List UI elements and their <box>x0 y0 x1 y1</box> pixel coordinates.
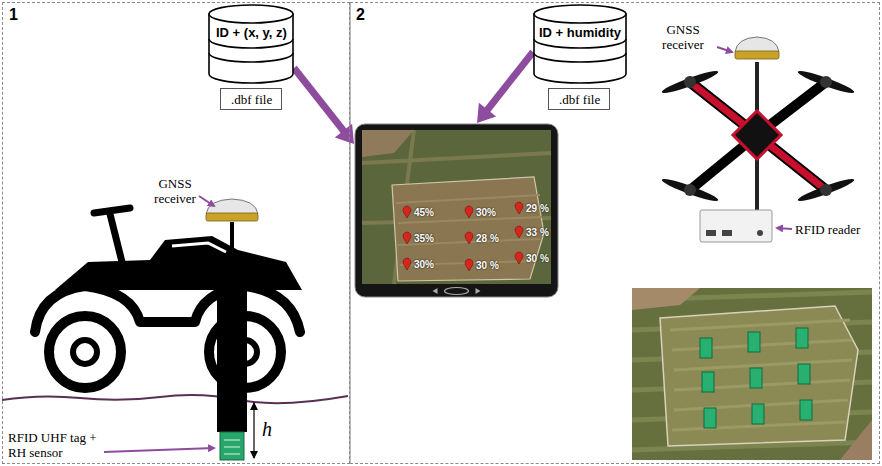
dimension-arrow <box>253 403 254 458</box>
dimension-label: h <box>262 418 282 440</box>
map-marker <box>515 252 523 264</box>
humidity-value: 45% <box>414 207 434 219</box>
map-marker <box>403 258 411 270</box>
file-box: .dbf file <box>220 88 282 110</box>
map-marker <box>465 259 473 271</box>
gnss-pole <box>206 199 258 460</box>
database-cylinder: ID + (x, y, z) <box>208 4 294 84</box>
leader-line <box>199 196 214 206</box>
map-marker <box>515 226 523 238</box>
map-marker <box>465 232 473 244</box>
file-box: .dbf file <box>548 88 610 110</box>
component-label: GNSS receiver <box>648 22 718 52</box>
humidity-value: 30% <box>476 207 496 219</box>
cylinder-outline <box>533 4 627 84</box>
panel-number: 2 <box>356 6 365 24</box>
humidity-value: 30% <box>414 259 434 271</box>
tablet-screen: 45% 30% 29 % 35% 28 % 33 % 30% 30 % 30 % <box>354 123 559 298</box>
database-cylinder: ID + humidity <box>533 4 627 84</box>
humidity-value: 33 % <box>526 227 549 239</box>
cylinder-outline <box>208 4 294 84</box>
humidity-value: 30 % <box>526 253 549 265</box>
component-label: RFID UHF tag + RH sensor <box>8 430 100 460</box>
panel: 1 ID + (x, y, z) .dbf file <box>2 2 350 464</box>
flow-arrow <box>294 68 354 144</box>
drone <box>660 37 855 242</box>
file-label: .dbf file <box>231 92 272 108</box>
file-label: .dbf file <box>559 92 600 108</box>
leader-line <box>104 448 214 452</box>
database-label: ID + humidity <box>539 25 621 41</box>
humidity-value: 35% <box>414 233 434 245</box>
leader-line <box>777 228 792 229</box>
component-label: GNSS receiver <box>140 176 210 206</box>
flow-arrow <box>477 52 533 123</box>
map-marker <box>515 202 523 214</box>
humidity-value: 30 % <box>476 260 499 272</box>
ground-line <box>2 395 348 403</box>
humidity-value: 29 % <box>526 203 549 215</box>
database-label: ID + (x, y, z) <box>216 25 287 41</box>
component-label: RFID reader <box>795 222 875 237</box>
map-marker <box>403 206 411 218</box>
map-marker <box>465 206 473 218</box>
map-marker <box>403 232 411 244</box>
aerial-photo <box>632 288 872 460</box>
quad-bike <box>35 208 302 388</box>
leader-line <box>717 47 732 52</box>
humidity-value: 28 % <box>476 233 499 245</box>
panel-number: 1 <box>9 6 18 24</box>
